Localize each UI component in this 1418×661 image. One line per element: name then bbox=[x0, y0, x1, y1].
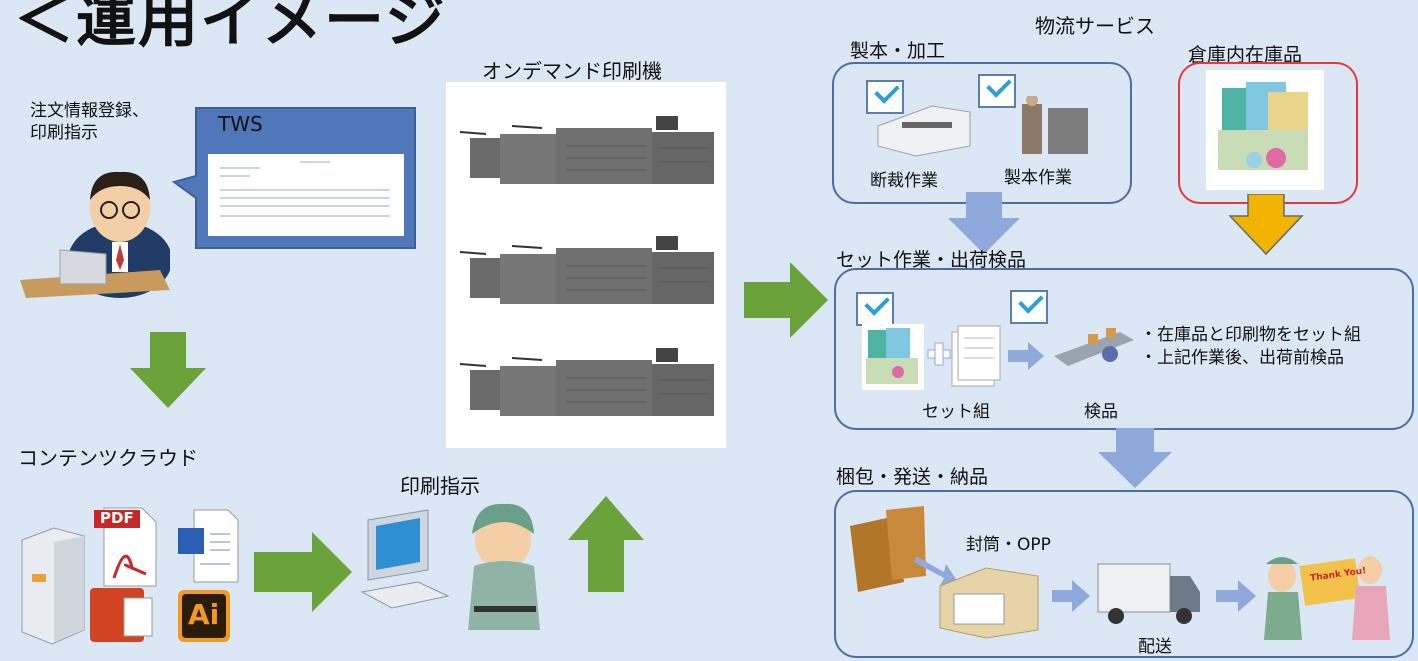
binding-worker-icon bbox=[1022, 96, 1088, 154]
arrow-right-green bbox=[254, 532, 352, 612]
set-note-2: ・上記作業後、出荷前検品 bbox=[1140, 348, 1344, 368]
stock-items-illustration bbox=[1206, 70, 1324, 190]
warehouse-title: 倉庫内在庫品 bbox=[1188, 44, 1303, 66]
pdf-file-icon bbox=[94, 507, 157, 587]
order-label: 注文情報登録、 印刷指示 bbox=[30, 100, 149, 144]
set-title: セット作業・出荷検品 bbox=[836, 249, 1027, 271]
powerpoint-file-icon bbox=[90, 588, 153, 642]
arrow-right-green-center bbox=[744, 262, 828, 338]
page-title: ＜運用イメージ bbox=[14, 0, 447, 56]
set-label: セット組 bbox=[922, 402, 990, 422]
truck-icon bbox=[1097, 563, 1200, 624]
server-icon bbox=[21, 527, 85, 645]
printed-docs-icon bbox=[951, 325, 1001, 387]
tws-bubble bbox=[171, 107, 416, 249]
cloud-label: コンテンツクラウド bbox=[18, 446, 198, 470]
cutting-label: 断裁作業 bbox=[870, 171, 938, 191]
printer-machine-1 bbox=[459, 116, 714, 184]
pdf-label: PDF bbox=[100, 509, 134, 527]
arrow-down-blue-2 bbox=[1098, 428, 1172, 488]
computer-icon bbox=[360, 509, 450, 609]
set-box bbox=[834, 268, 1414, 430]
bookbinding-label: 製本作業 bbox=[1004, 168, 1072, 188]
print-instruction-illustration bbox=[360, 503, 540, 630]
arrow-down-blue bbox=[948, 192, 1020, 254]
envelope-label: 封筒・OPP bbox=[966, 535, 1051, 555]
delivery-label: 配送 bbox=[1138, 637, 1172, 657]
arrow-up-green bbox=[568, 496, 644, 592]
printer-machine-3 bbox=[459, 348, 714, 416]
cutting-machine-icon bbox=[877, 105, 971, 157]
check-icon bbox=[978, 74, 1016, 108]
arrow-down-yellow bbox=[1228, 194, 1304, 256]
packing-title: 梱包・発送・納品 bbox=[836, 466, 989, 488]
printer-panel bbox=[446, 82, 726, 448]
word-file-icon bbox=[178, 509, 239, 583]
delivery-handover-icon bbox=[1264, 556, 1390, 640]
cardboard-box-icon bbox=[939, 567, 1039, 639]
check-icon bbox=[866, 80, 904, 114]
check-icon bbox=[1010, 290, 1048, 324]
printer-machines bbox=[459, 116, 714, 416]
order-label-line1: 注文情報登録、 bbox=[30, 101, 149, 121]
tws-label: TWS bbox=[218, 112, 263, 136]
inspect-label: 検品 bbox=[1084, 402, 1118, 422]
inspection-line-icon bbox=[1054, 328, 1134, 366]
packing-illustration bbox=[850, 506, 1390, 640]
arrow-down-green bbox=[130, 332, 206, 408]
worker-figure bbox=[468, 503, 540, 630]
ai-label: Ai bbox=[188, 598, 220, 631]
envelope-icon bbox=[850, 506, 926, 592]
order-label-line2: 印刷指示 bbox=[30, 123, 98, 143]
check-icon bbox=[856, 292, 894, 326]
set-note-1: ・在庫品と印刷物をセット組 bbox=[1140, 325, 1361, 345]
binding-illustration bbox=[877, 96, 1088, 157]
operator-illustration bbox=[20, 171, 170, 298]
illustrator-file-icon bbox=[178, 590, 230, 642]
cloud-files bbox=[21, 507, 239, 645]
binding-title: 製本・加工 bbox=[850, 40, 946, 62]
print-instruction-label: 印刷指示 bbox=[400, 474, 480, 498]
printer-machine-2 bbox=[459, 236, 714, 304]
plus-icon bbox=[927, 342, 951, 366]
logistics-title: 物流サービス bbox=[1035, 14, 1155, 38]
set-notes: ・在庫品と印刷物をセット組 ・上記作業後、出荷前検品 bbox=[1140, 324, 1361, 370]
stock-items-icon bbox=[862, 324, 924, 390]
set-illustration bbox=[862, 324, 1134, 390]
printer-label: オンデマンド印刷機 bbox=[482, 59, 662, 83]
